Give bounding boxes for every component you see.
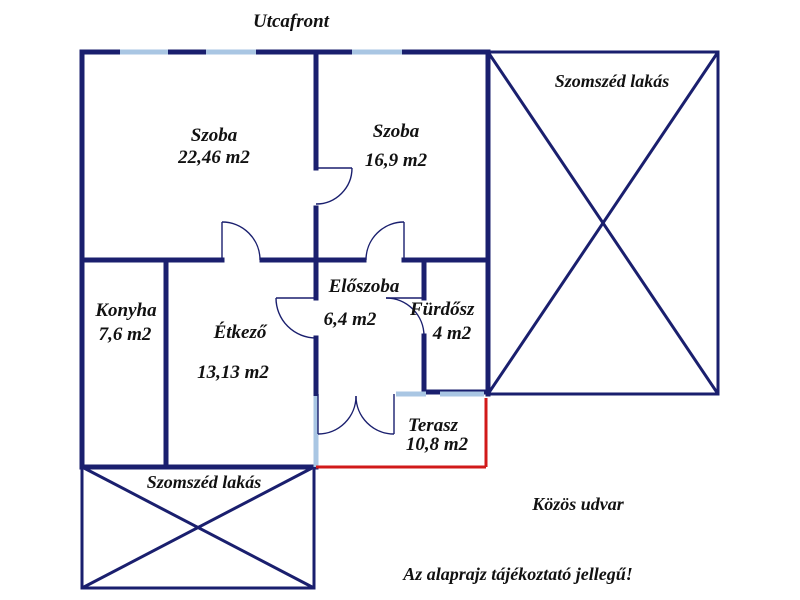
room1-name: Szoba — [191, 125, 238, 146]
neighbor-bottom-label: Szomszéd lakás — [147, 472, 262, 492]
terrace-area: 10,8 m2 — [406, 434, 469, 455]
terrace-name: Terasz — [408, 415, 459, 436]
bath-name: Fürdősz — [409, 299, 475, 320]
interior-walls — [79, 49, 491, 470]
neighbor-right-label: Szomszéd lakás — [555, 71, 670, 91]
hall-area: 6,4 m2 — [324, 309, 377, 330]
dining-area: 13,13 m2 — [197, 362, 269, 383]
room2-name: Szoba — [373, 121, 420, 142]
room1-area: 22,46 m2 — [177, 147, 250, 168]
dining-name: Étkező — [213, 321, 268, 343]
room2-area: 16,9 m2 — [365, 150, 428, 171]
common-yard-label: Közös udvar — [531, 494, 625, 514]
street-front-label: Utcafront — [253, 11, 330, 32]
bath-area: 4 m2 — [432, 323, 472, 344]
kitchen-name: Konyha — [94, 300, 157, 321]
neighbor-apartment-right — [486, 50, 720, 396]
doors — [221, 167, 425, 435]
terrace-edges — [313, 391, 488, 469]
kitchen-area: 7,6 m2 — [99, 324, 152, 345]
hall-name: Előszoba — [328, 276, 400, 297]
disclaimer-note: Az alaprajz tájékoztató jellegű! — [402, 564, 633, 584]
